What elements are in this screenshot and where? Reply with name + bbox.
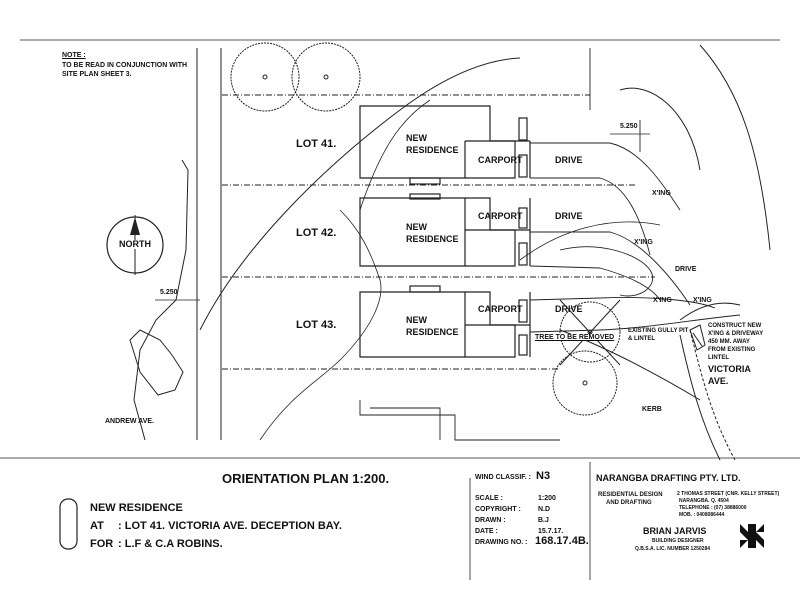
lot-boundaries	[222, 48, 655, 441]
construct-note-1: CONSTRUCT NEW	[708, 323, 762, 329]
tree-top-left	[230, 42, 300, 112]
gully-pit	[689, 324, 706, 351]
lot-43-label: LOT 43.	[296, 319, 337, 331]
wind-classification-label: WIND CLASSIF. :	[475, 474, 531, 481]
date-label: DATE :	[475, 528, 498, 535]
house-lot-41	[359, 105, 531, 185]
company-logo-icon	[740, 524, 764, 548]
note-line-1: TO BE READ IN CONJUNCTION WITH	[62, 62, 188, 69]
telephone: TELEPHONE : (07) 38886000	[679, 505, 747, 511]
scale-label: SCALE :	[475, 495, 503, 502]
drawn-value: B.J	[538, 517, 549, 524]
lot-43-new: NEW	[406, 315, 427, 325]
company-name: NARANGBA DRAFTING PTY. LTD.	[596, 473, 741, 483]
xing-label-2: X'ING	[634, 239, 653, 246]
tree-removed-label: TREE TO BE REMOVED	[535, 334, 615, 341]
dimension-top-right: 5.250	[620, 123, 638, 130]
xing-label-4: X'ING	[693, 297, 712, 304]
andrew-ave-road	[129, 48, 521, 441]
at-value: : LOT 41. VICTORIA AVE. DECEPTION BAY.	[118, 520, 342, 532]
date-value: 15.7.17.	[538, 528, 564, 535]
drive-road-label: DRIVE	[675, 266, 697, 273]
scale-value: 1:200	[538, 495, 556, 502]
contour-line-east	[519, 221, 661, 261]
andrew-ave-label: ANDREW AVE.	[105, 418, 154, 425]
tree-top-right	[291, 42, 361, 112]
construct-note-3: 450 MM. AWAY	[708, 339, 750, 345]
dimension-left: 5.250	[160, 289, 178, 296]
lot-42-carport: CARPORT	[478, 211, 523, 221]
xing-label-3: X'ING	[653, 297, 672, 304]
services-line-1: RESIDENTIAL DESIGN	[598, 492, 663, 498]
note-heading: NOTE :	[62, 52, 86, 59]
copyright-label: COPYRIGHT :	[475, 506, 521, 513]
construct-note-2: X'ING & DRIVEWAY	[708, 331, 764, 337]
copyright-value: N.D	[538, 506, 551, 513]
house-lot-42	[359, 193, 531, 267]
services-line-2: AND DRAFTING	[606, 500, 652, 506]
note-line-2: SITE PLAN SHEET 3.	[62, 71, 132, 78]
house-lot-43	[359, 285, 531, 358]
contour-line	[359, 99, 431, 211]
victoria-ave-label-1: VICTORIA	[708, 364, 751, 374]
mobile: MOB. : 0408086444	[679, 512, 725, 518]
lot-43-carport: CARPORT	[478, 304, 523, 314]
lot-42-label: LOT 42.	[296, 227, 337, 239]
address-line-2: NARANGBA. Q. 4504	[679, 498, 729, 504]
victoria-ave-road	[559, 44, 771, 461]
tree-to-be-removed	[559, 299, 621, 366]
for-label: FOR	[90, 538, 114, 550]
drawing-no-label: DRAWING NO. :	[475, 539, 528, 546]
drawing-title: ORIENTATION PLAN 1:200.	[222, 471, 390, 486]
project-name: NEW RESIDENCE	[90, 502, 183, 514]
for-value: : L.F & C.A ROBINS.	[118, 538, 223, 550]
xing-label-1: X'ING	[652, 190, 671, 197]
construct-note-4: FROM EXISTING	[708, 347, 756, 353]
lot-41-label: LOT 41.	[296, 138, 337, 150]
lot-43-residence: RESIDENCE	[406, 327, 459, 337]
drawn-label: DRAWN :	[475, 517, 506, 524]
tree-street-lower	[552, 350, 618, 416]
kerb-label: KERB	[642, 406, 662, 413]
wind-classification-value: N3	[536, 470, 551, 482]
lot-42-new: NEW	[406, 222, 427, 232]
lot-42-residence: RESIDENCE	[406, 234, 459, 244]
designer-name: BRIAN JARVIS	[643, 526, 707, 536]
gully-line-2: & LINTEL	[628, 336, 655, 342]
drawing-no-value: 168.17.4B.	[535, 535, 589, 547]
lot-41-residence: RESIDENCE	[406, 145, 459, 155]
lot-41-new: NEW	[406, 133, 427, 143]
contour-line-lower	[259, 209, 382, 441]
driveways	[529, 142, 741, 333]
licence-number: Q.B.S.A. LIC. NUMBER 1250284	[635, 546, 711, 552]
lot-42-drive: DRIVE	[555, 211, 583, 221]
victoria-ave-label-2: AVE.	[708, 376, 729, 386]
lot-43-drive: DRIVE	[555, 304, 583, 314]
construct-note-5: LINTEL	[708, 355, 729, 361]
designer-title: BUILDING DESIGNER	[652, 538, 704, 544]
lot-41-drive: DRIVE	[555, 155, 583, 165]
lot-41-carport: CARPORT	[478, 155, 523, 165]
north-label: NORTH	[118, 239, 152, 249]
at-label: AT	[90, 520, 104, 532]
gully-line-1: EXISTING GULLY PIT	[628, 328, 689, 334]
project-box	[59, 498, 78, 550]
address-line-1: 2 THOMAS STREET (CNR. KELLY STREET)	[677, 491, 780, 497]
